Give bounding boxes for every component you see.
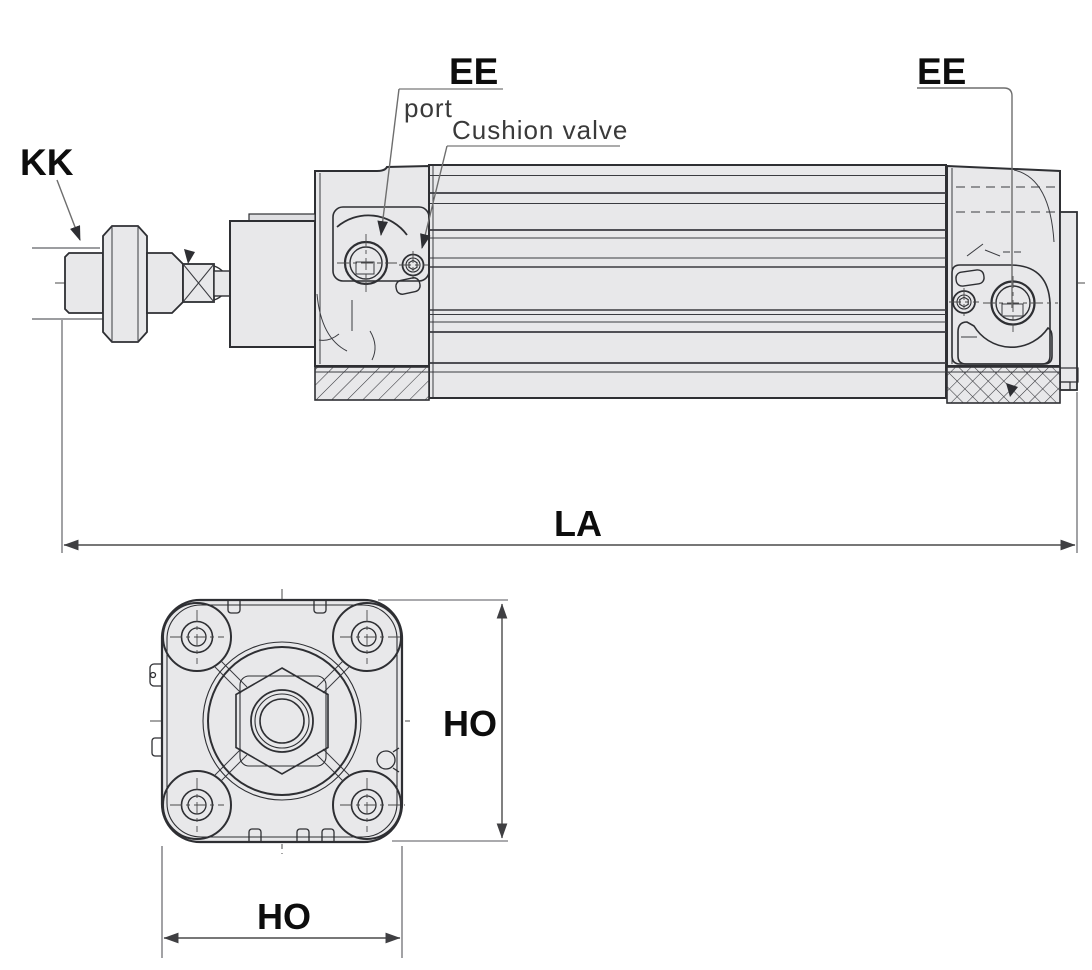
rod-wrench-flats bbox=[182, 249, 229, 303]
rod-side-port bbox=[337, 234, 398, 292]
ee-head-label: EE bbox=[917, 51, 966, 92]
head-saddle-shape bbox=[957, 321, 1053, 365]
kk-label: KK bbox=[20, 142, 74, 183]
rear-casting-lines bbox=[966, 169, 1055, 257]
rod-thread bbox=[64, 252, 104, 314]
end-view: HO HO bbox=[149, 589, 508, 958]
kk-leader bbox=[56, 179, 81, 242]
rod-cover-head bbox=[314, 164, 430, 401]
dimension-ho-vertical: HO bbox=[378, 599, 508, 842]
side-view: KK EE port Cushion valve EE LA bbox=[20, 51, 1085, 553]
center-boss bbox=[202, 641, 362, 801]
bolt-hole-top-right bbox=[332, 602, 402, 672]
label-ee-port-rod: EE port bbox=[377, 51, 503, 237]
dimension-la: LA bbox=[61, 320, 1078, 553]
port-boss-arc bbox=[336, 214, 408, 236]
rod-hex-flats bbox=[235, 667, 329, 775]
cushion-valve-head-side bbox=[949, 288, 979, 316]
ho-height-label: HO bbox=[443, 703, 497, 744]
rod-neck bbox=[213, 270, 231, 297]
ho-width-label: HO bbox=[257, 896, 311, 937]
flat-indicator-arrow bbox=[184, 249, 195, 264]
rod-cover-boss bbox=[229, 213, 316, 348]
piston-rod-assembly bbox=[32, 213, 316, 348]
front-casting-lines bbox=[316, 293, 376, 361]
rear-mounting-foot bbox=[946, 366, 1079, 404]
bolt-hole-bottom-right bbox=[332, 770, 405, 840]
front-mounting-foot bbox=[314, 366, 430, 401]
ee-head-leader bbox=[917, 87, 1013, 308]
piston-rod bbox=[146, 252, 184, 314]
ee-rod-label: EE bbox=[449, 51, 498, 92]
head-cover bbox=[946, 164, 1079, 404]
cylinder-tube bbox=[428, 164, 947, 399]
casting-slot-front bbox=[395, 277, 421, 295]
dimension-ho-horizontal: HO bbox=[161, 846, 403, 958]
casting-slot-rear bbox=[955, 269, 985, 287]
label-ee-port-head: EE bbox=[917, 51, 1013, 308]
cushion-valve-rod-side bbox=[399, 251, 428, 279]
foot-arrow-mark bbox=[1006, 383, 1018, 397]
piston-rod-circle bbox=[250, 689, 314, 753]
bolt-hole-bottom-left bbox=[162, 770, 232, 840]
corner-diagonal-lines bbox=[214, 660, 350, 782]
tie-rod-bolt-holes bbox=[162, 602, 405, 840]
cushion-valve-leader bbox=[420, 145, 448, 250]
edge-slots bbox=[149, 600, 400, 842]
la-dimension-label: LA bbox=[554, 503, 602, 544]
cushion-valve-label: Cushion valve bbox=[452, 115, 628, 145]
tube-profile-lines bbox=[429, 166, 946, 397]
rod-nut bbox=[102, 225, 148, 343]
end-body bbox=[160, 598, 404, 844]
port-label: port bbox=[404, 93, 453, 123]
label-cushion-valve: Cushion valve bbox=[420, 115, 628, 250]
label-kk: KK bbox=[20, 142, 81, 242]
head-side-port bbox=[983, 276, 1058, 332]
rear-end-plate bbox=[1059, 211, 1078, 391]
bolt-hole-top-left bbox=[162, 602, 232, 672]
ee-rod-leader bbox=[377, 88, 400, 237]
